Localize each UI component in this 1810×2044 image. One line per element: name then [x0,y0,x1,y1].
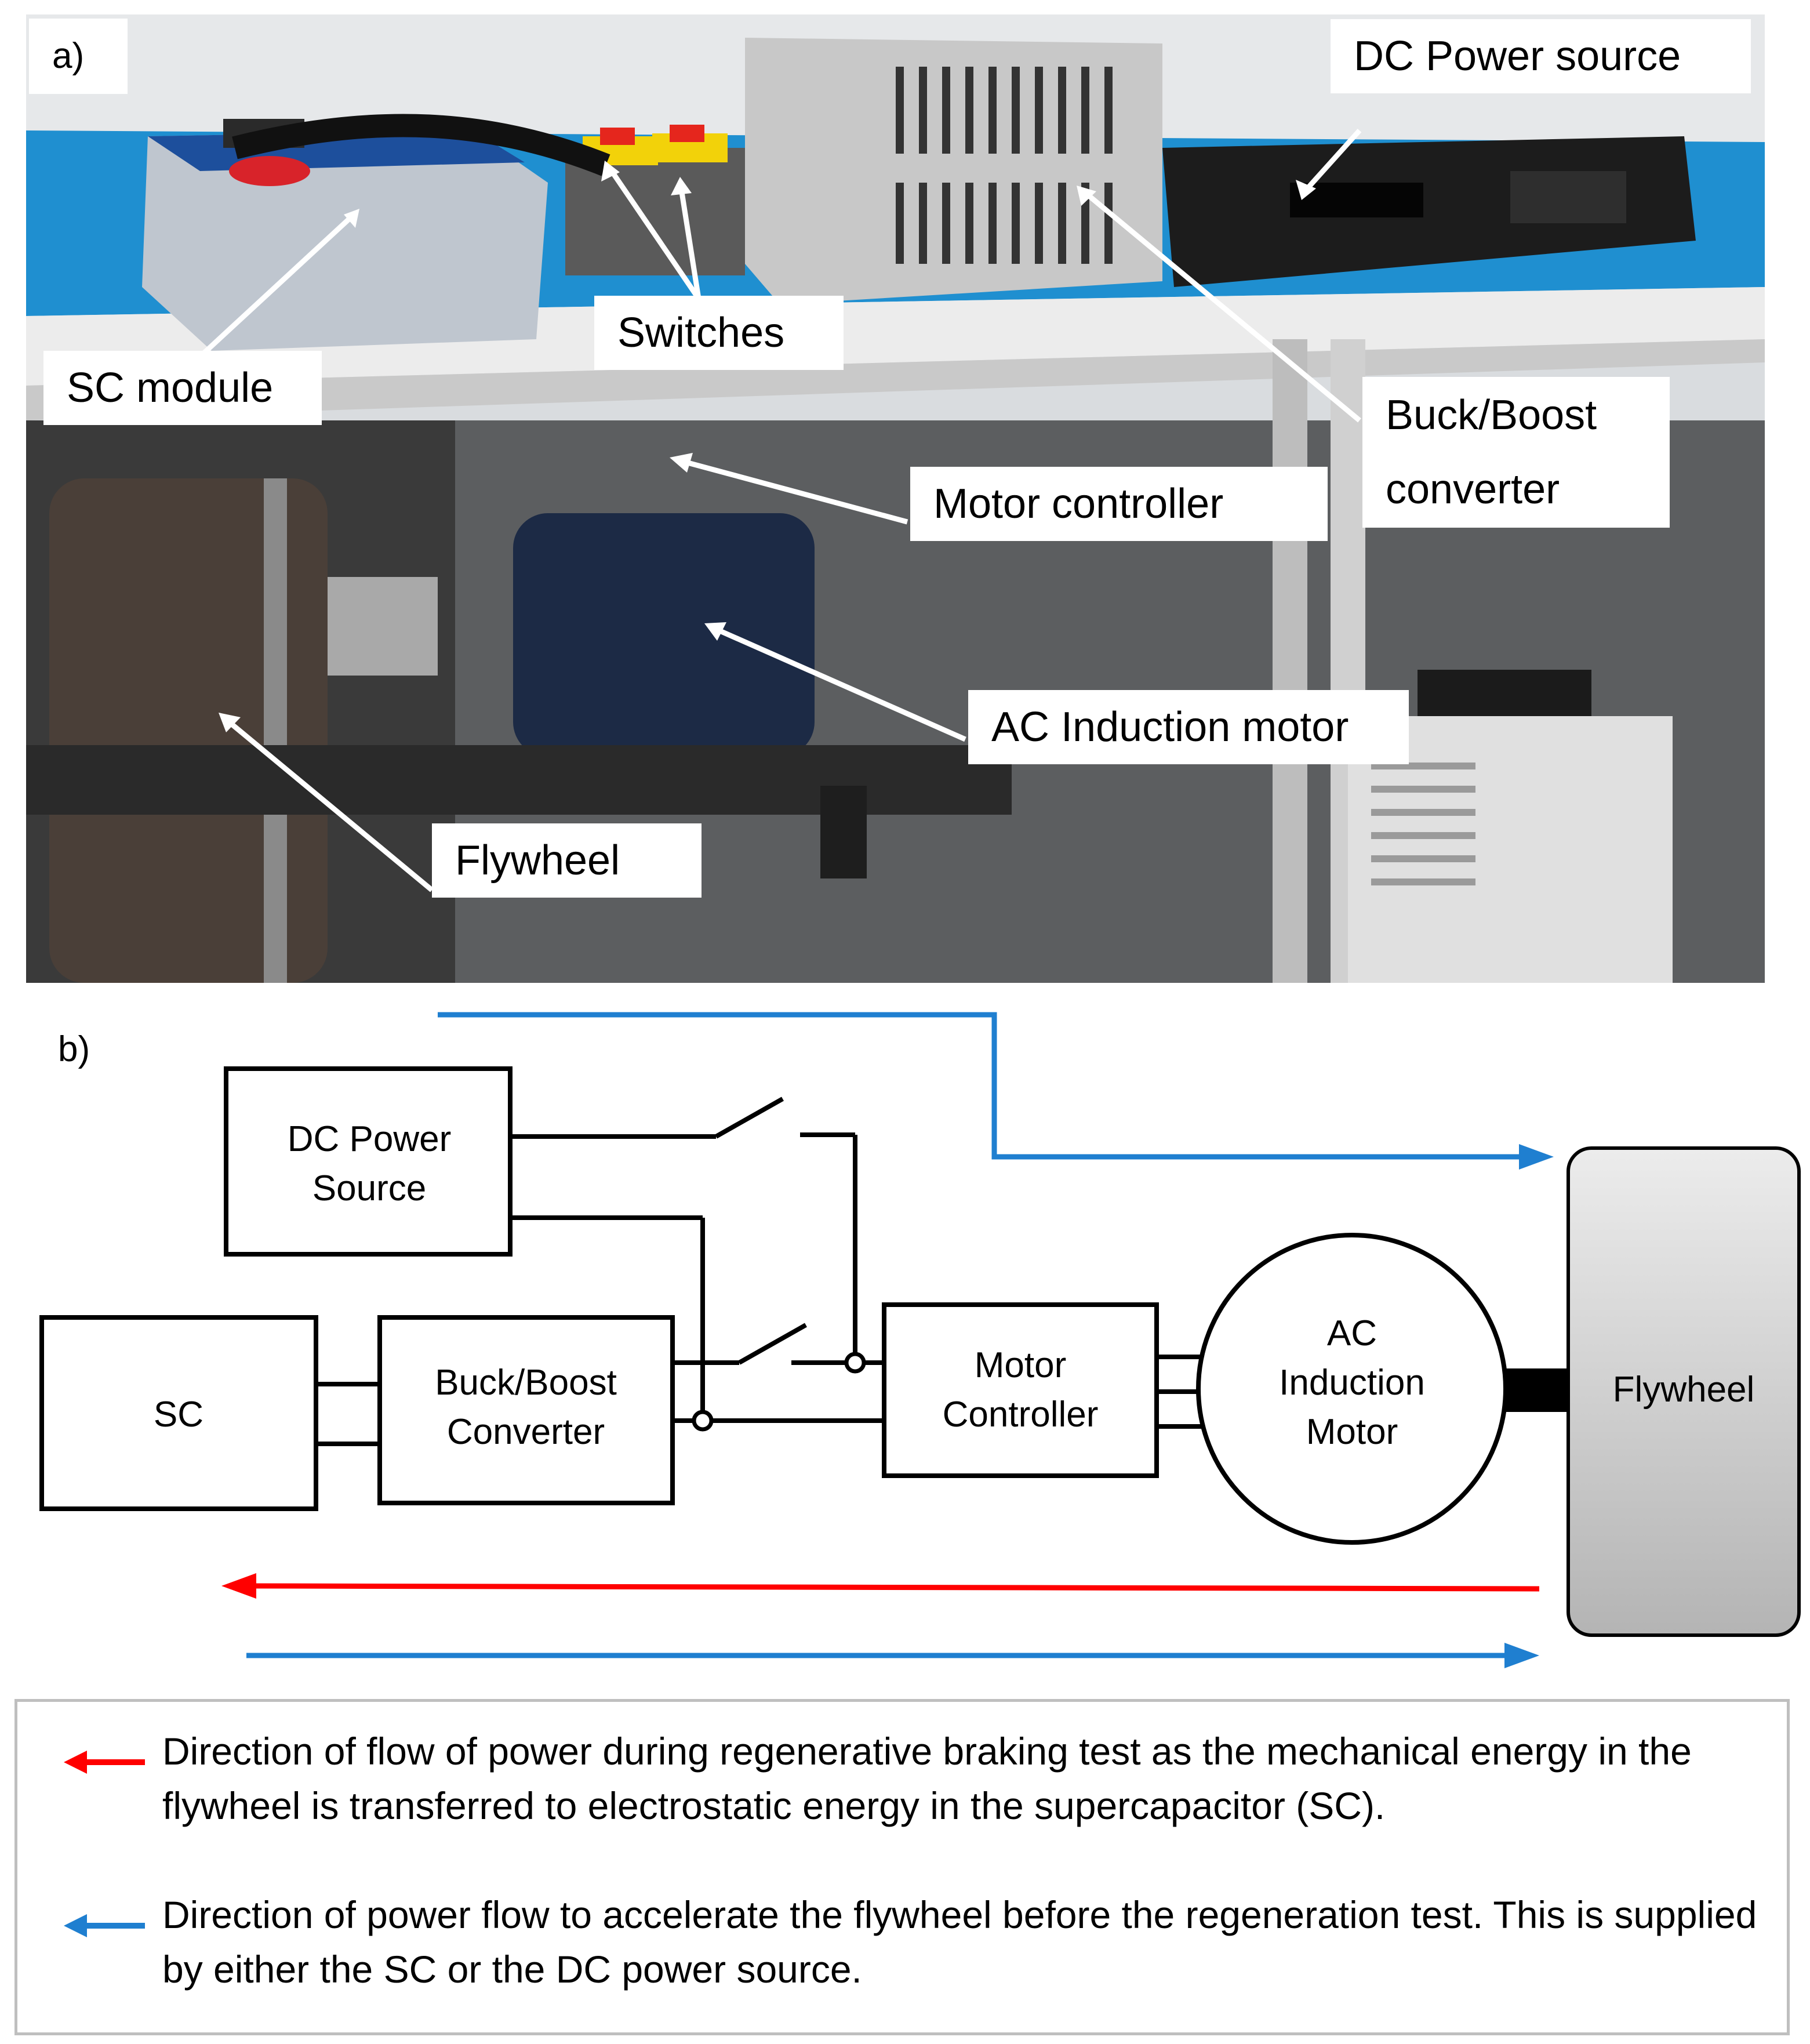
test-bench-photo: DC Power source SC module Switches Buck/… [26,14,1765,983]
sc-label: SC [154,1395,203,1435]
legend: Direction of flow of power during regene… [14,1699,1790,2035]
buck-boost-label-2: Converter [447,1412,605,1452]
buck-boost-converter-block: Buck/Boost Converter [377,1315,675,1505]
legend-text-blue: Direction of power flow to accelerate th… [162,1893,1757,1991]
wiring [316,1097,1203,1446]
dc-power-label-2: Source [312,1168,426,1208]
label-flywheel: Flywheel [432,823,702,898]
panel-a-tag: a) [29,19,128,94]
motor-shaft [1506,1368,1569,1412]
junction-node-upper [844,1352,866,1374]
buck-boost-enclosure [745,38,1162,304]
blue-arrow-icon [64,1914,145,1937]
panel-b-tag: b) [58,1026,90,1073]
flywheel-block: Flywheel [1567,1146,1801,1637]
dc-power-label-1: DC Power [288,1119,452,1159]
label-buck-boost-line1: Buck/Boost [1386,392,1597,438]
flywheel-label: Flywheel [1613,1370,1755,1410]
accel-flow-arrow-top [438,1012,1554,1170]
sc-module-box [142,130,548,351]
ac-induction-motor-block: AC Induction Motor [1196,1233,1508,1545]
buck-boost-label-1: Buck/Boost [435,1363,617,1403]
label-ac-induction-motor: AC Induction motor [968,690,1409,764]
label-motor-controller: Motor controller [910,467,1328,541]
ac-motor-label-1: AC [1327,1313,1377,1353]
ac-motor-label-3: Motor [1306,1412,1398,1452]
block-diagram: DC Power Source SC Buck/Boost Converter … [39,1012,1801,1668]
sc-block: SC [39,1315,318,1511]
flywheel-disk [49,478,328,983]
motor-controller-label-1: Motor [975,1345,1066,1385]
motor-controller-block: Motor Controller [882,1302,1159,1478]
dc-power-source-block: DC Power Source [224,1066,513,1257]
label-sc-module: SC module [43,351,322,425]
ac-induction-motor-body [513,513,815,757]
red-arrow-icon [64,1751,145,1774]
label-buck-boost-line2: converter [1386,466,1560,513]
motor-controller-label-2: Controller [943,1395,1099,1435]
regen-flow-arrow [221,1573,1540,1599]
ac-motor-label-2: Induction [1279,1363,1425,1403]
label-switches: Switches [594,296,844,370]
legend-text-red: Direction of flow of power during regene… [162,1730,1692,1827]
junction-node-lower [692,1410,714,1432]
accel-flow-arrow-bottom [246,1643,1539,1668]
label-dc-power-source: DC Power source [1331,19,1751,93]
label-buck-boost-converter: Buck/Boost converter [1362,377,1670,528]
